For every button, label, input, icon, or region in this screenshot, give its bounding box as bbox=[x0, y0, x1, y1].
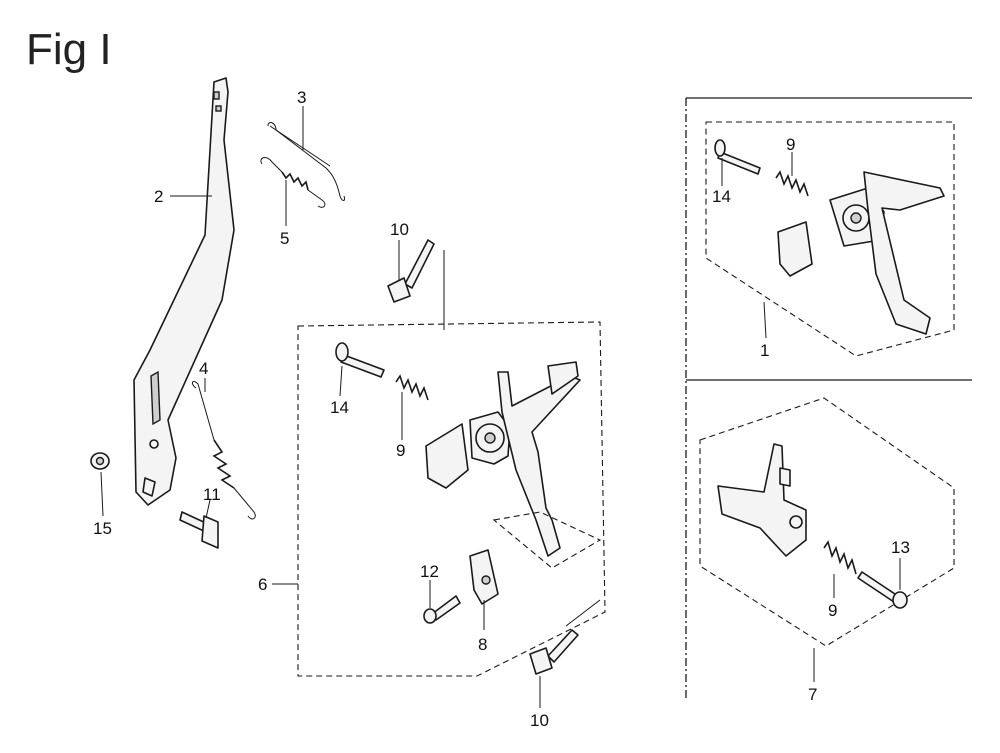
spring-part-4 bbox=[191, 381, 256, 520]
callout-9-assembly-1: 9 bbox=[786, 135, 795, 154]
callout-12: 12 bbox=[420, 562, 439, 581]
bolt-part-10-top bbox=[387, 239, 435, 303]
t-bolt-part-11 bbox=[179, 511, 219, 549]
callout-14-assembly-6: 14 bbox=[330, 398, 349, 417]
callout-3: 3 bbox=[297, 88, 306, 107]
throttle-control-assembly bbox=[425, 361, 602, 569]
callout-labels: 2 3 5 4 11 15 10 14 9 6 12 8 10 14 9 1 1… bbox=[93, 88, 910, 730]
callout-10-bottom: 10 bbox=[530, 711, 549, 730]
assembly-part-6 bbox=[297, 250, 606, 677]
callout-6: 6 bbox=[258, 575, 267, 594]
callout-9-assembly-6: 9 bbox=[396, 441, 405, 460]
callout-5: 5 bbox=[280, 229, 289, 248]
callout-9-assembly-7: 9 bbox=[828, 601, 837, 620]
link-rod-part-3 bbox=[267, 122, 345, 201]
nut-part-15 bbox=[90, 452, 110, 470]
callout-7: 7 bbox=[808, 685, 817, 704]
bolt-part-10-bottom bbox=[529, 629, 579, 675]
callout-2: 2 bbox=[154, 187, 163, 206]
callout-8: 8 bbox=[478, 635, 487, 654]
callout-13: 13 bbox=[891, 538, 910, 557]
callout-1: 1 bbox=[760, 341, 769, 360]
callout-14-assembly-1: 14 bbox=[712, 187, 731, 206]
spring-part-5 bbox=[260, 157, 326, 208]
bolt-part-12 bbox=[423, 595, 461, 624]
callout-15: 15 bbox=[93, 519, 112, 538]
bolt-part-14-assembly-6 bbox=[335, 342, 385, 378]
callout-11: 11 bbox=[203, 485, 221, 504]
callout-4: 4 bbox=[199, 359, 208, 378]
callout-10-top: 10 bbox=[390, 220, 409, 239]
spring-part-9-assembly-6 bbox=[395, 374, 429, 401]
clip-part-8 bbox=[469, 549, 499, 605]
assembly-part-1 bbox=[705, 121, 955, 357]
assembly-part-7 bbox=[699, 397, 955, 647]
right-frame bbox=[685, 97, 972, 700]
leader-lines bbox=[100, 106, 901, 708]
figure-title: Fig I bbox=[26, 25, 112, 74]
control-lever-part-2 bbox=[133, 77, 235, 506]
